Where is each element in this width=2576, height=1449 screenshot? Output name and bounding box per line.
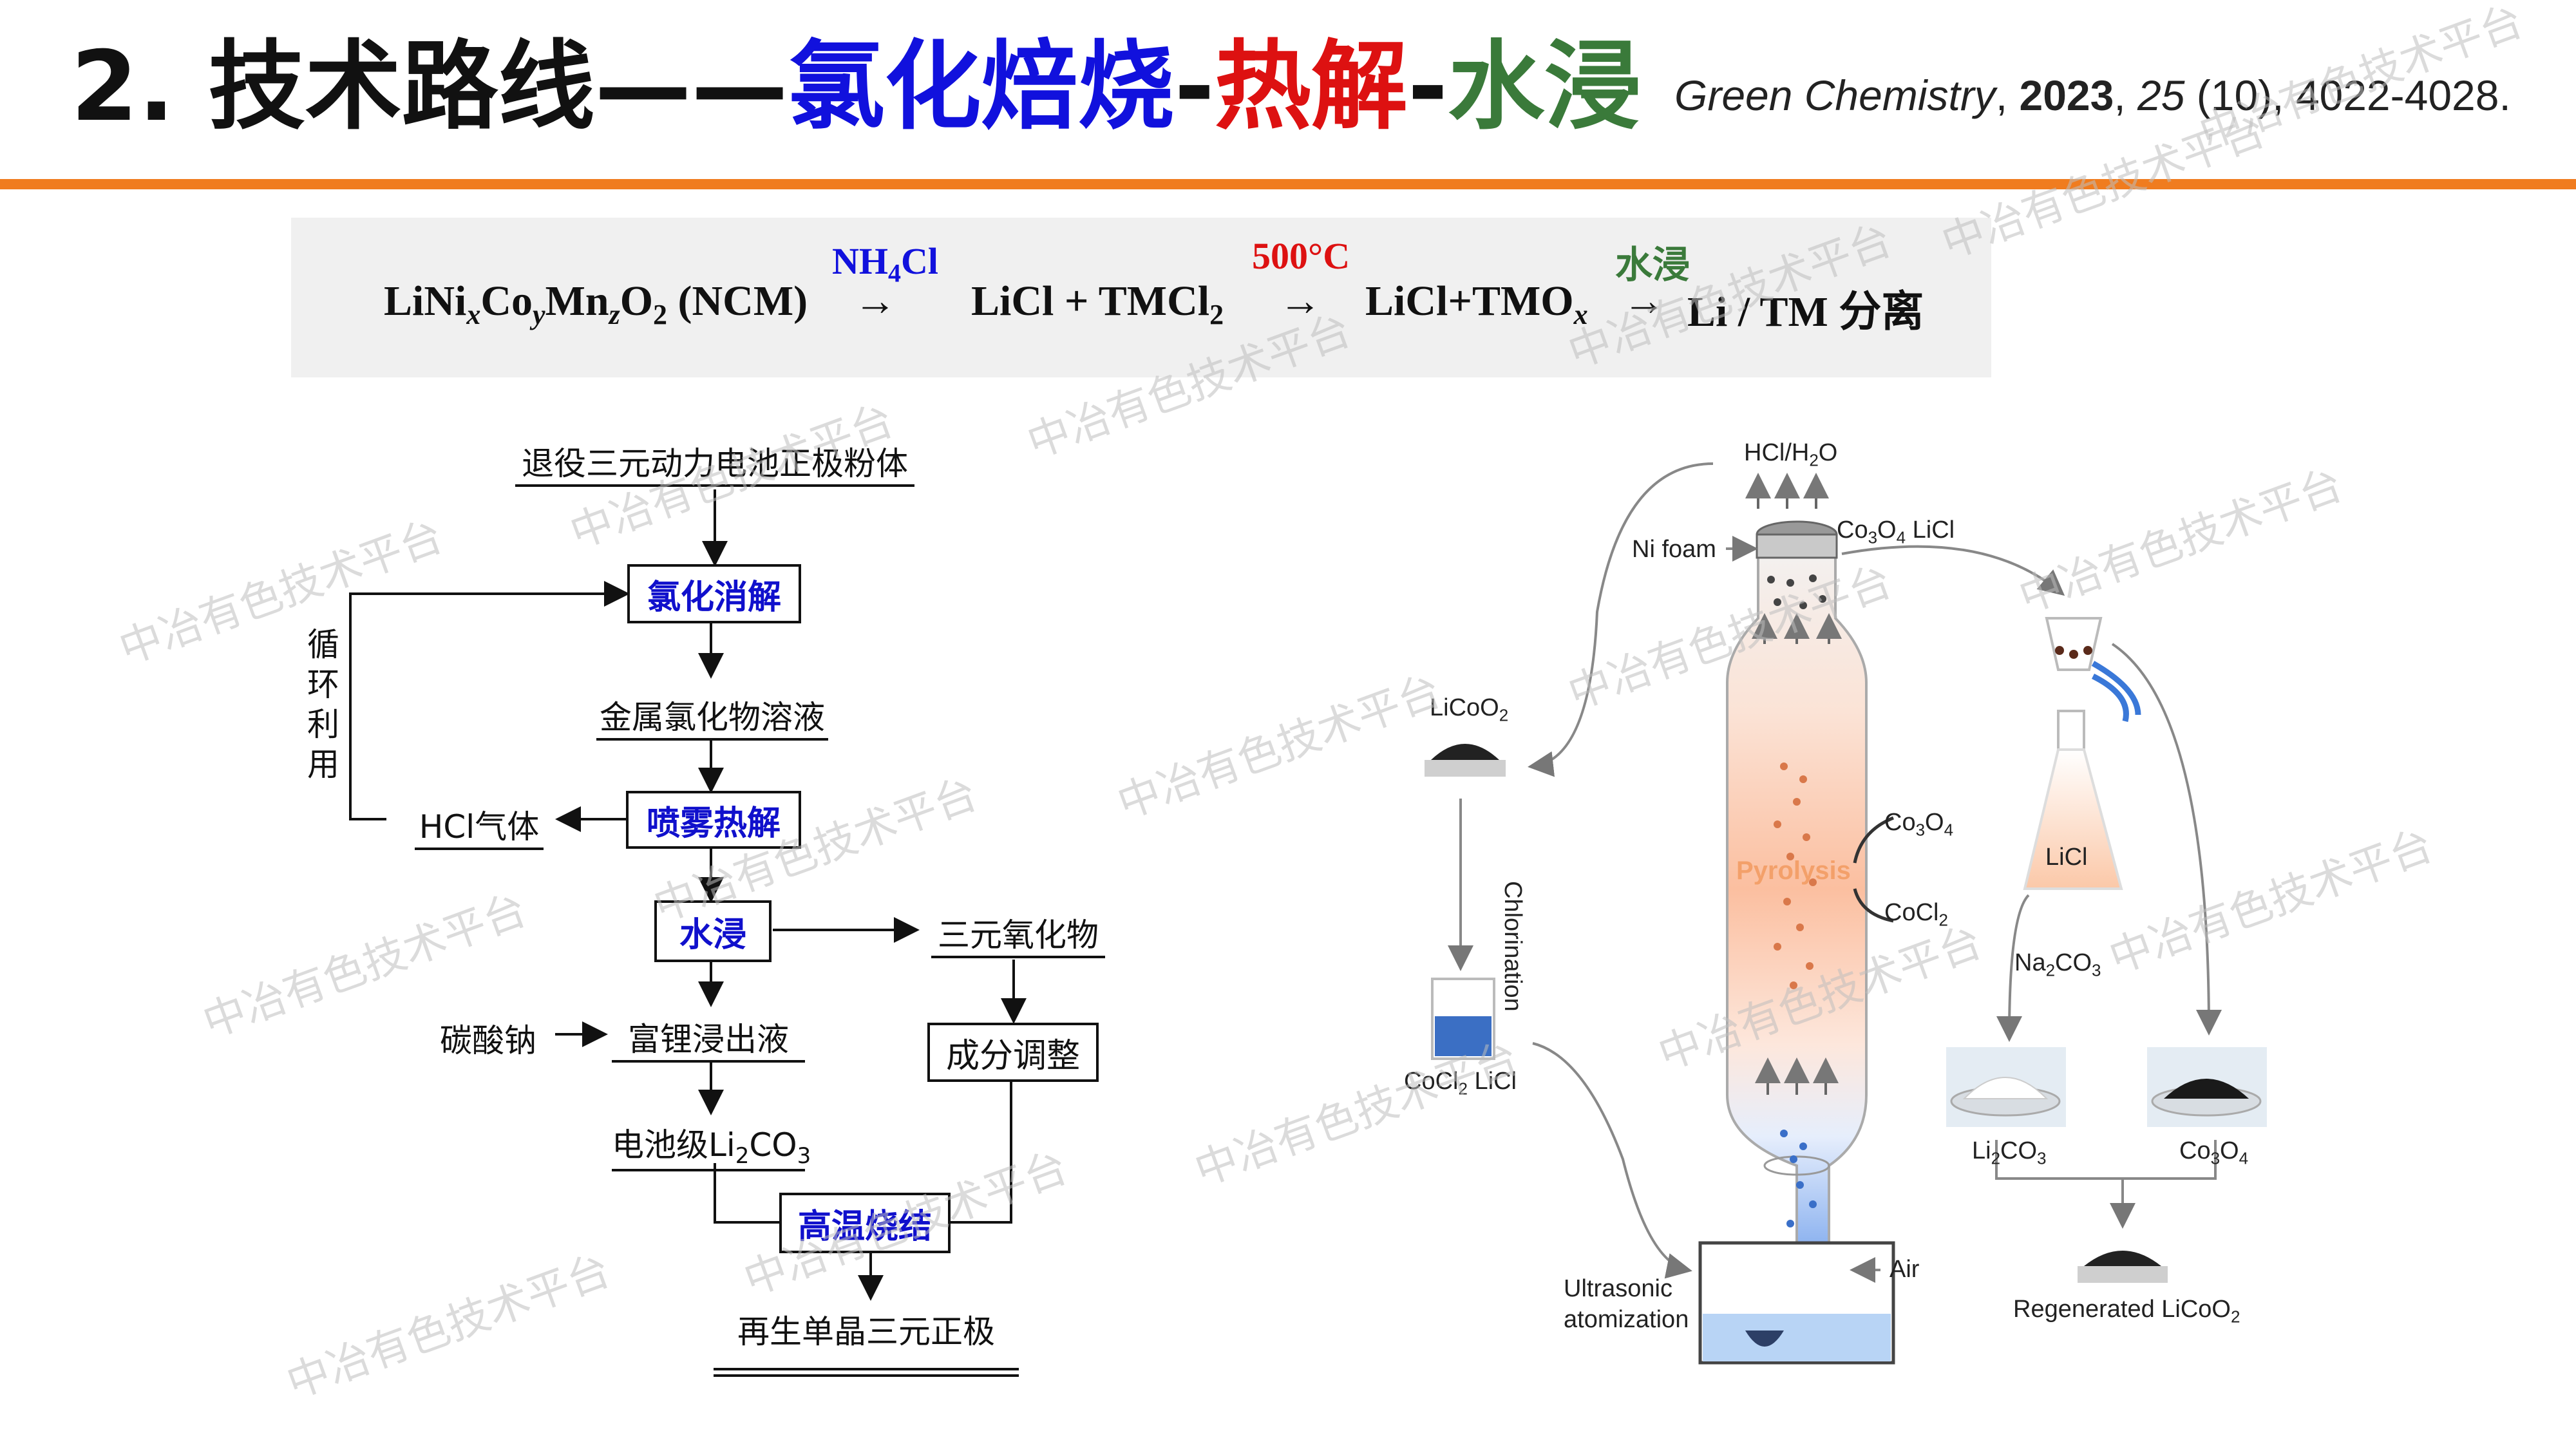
flow-battery-grade-li2co3: 电池级Li2CO3 (612, 1119, 811, 1171)
equation-reactant: LiNixCoyMnzO2 (NCM) (384, 278, 808, 331)
ultrasonic-atomizer (1698, 1241, 1895, 1365)
equation-arrow-2: → (1279, 278, 1321, 325)
label-ultrasonic: Ultrasonic (1564, 1275, 1672, 1302)
pyrolysis-particles (1774, 762, 1817, 989)
flow-final-regenerated-cathode: 再生单晶三元正极 (737, 1313, 995, 1350)
title-water-leaching: 水浸 (1448, 31, 1642, 143)
flow-box-spray-pyrolysis: 喷雾热解 (626, 791, 801, 849)
label-cocl2-licl: CoCl2 LiCl (1404, 1068, 1517, 1099)
flow-start-cathode-powder: 退役三元动力电池正极粉体 (515, 438, 914, 487)
label-chlorination: Chlorination (1499, 881, 1526, 1012)
equation-condition-500c: 500°C (1252, 235, 1350, 277)
equation-arrow-1: → (854, 278, 896, 325)
flow-recycle-label: 循环利用 (307, 626, 339, 783)
equation-product-1: LiCl + TMCl2 (971, 278, 1224, 331)
label-li2co3-product: Li2CO3 (1972, 1137, 2047, 1168)
flow-lithium-rich-leachate: 富锂浸出液 (612, 1014, 805, 1063)
equation-arrow-3: → (1623, 278, 1665, 325)
citation-pages: (10), 4022-4028. (2184, 71, 2511, 119)
label-regenerated-licoo2: Regenerated LiCoO2 (2013, 1296, 2240, 1327)
co3o4-dish (2147, 1047, 2267, 1127)
title-pyrolysis: 热解 (1214, 31, 1408, 143)
title-separator: - (1407, 31, 1448, 143)
label-licl-flask: LiCl (2045, 844, 2088, 871)
citation-year: 2023 (2019, 71, 2114, 119)
flow-box-high-temp-sintering: 高温烧结 (779, 1193, 951, 1253)
flow-box-chlorination-digestion: 氯化消解 (627, 564, 801, 623)
label-co3o4-mid: Co3O4 (1884, 809, 1954, 840)
flow-metal-chloride-solution: 金属氯化物溶液 (596, 692, 828, 741)
flow-hcl-gas: HCl气体 (415, 801, 544, 850)
regenerated-licoo2-pellet (2078, 1251, 2168, 1283)
label-ni-foam: Ni foam (1632, 536, 1716, 563)
title-chlorination-roasting: 氯化焙烧 (788, 31, 1175, 143)
equation-product-2: LiCl+TMOx (1365, 278, 1588, 331)
flow-box-composition-adjustment: 成分调整 (927, 1023, 1099, 1082)
tower-top-particles (1767, 574, 1826, 609)
equation-product-3: Li / TM 分离 (1687, 289, 1924, 336)
label-licoo2: LiCoO2 (1430, 694, 1509, 725)
slide-title: 2. 技术路线——氯化焙烧-热解-水浸 (71, 39, 1641, 135)
li2co3-dish (1946, 1047, 2066, 1127)
title-separator: - (1174, 31, 1215, 143)
equation-condition-nh4cl: NH4Cl (832, 240, 938, 288)
label-na2co3: Na2CO3 (2014, 949, 2101, 980)
equation-box (291, 218, 1991, 377)
citation: Green Chemistry, 2023, 25 (10), 4022-402… (1674, 71, 2511, 119)
equation-condition-water-leach: 水浸 (1615, 244, 1690, 286)
title-divider (0, 179, 2576, 189)
cocl2-licl-beaker (1431, 978, 1495, 1060)
flow-ternary-oxide: 三元氧化物 (931, 909, 1105, 958)
label-co3o4-product: Co3O4 (2179, 1137, 2249, 1168)
label-air: Air (1889, 1256, 1920, 1283)
label-cocl2: CoCl2 (1884, 899, 1948, 930)
label-co3o4-licl-top: Co3O4 LiCl (1837, 516, 1955, 547)
citation-journal: Green Chemistry (1674, 71, 1996, 119)
citation-volume: 25 (2137, 71, 2185, 119)
label-atomization: atomization (1564, 1306, 1689, 1333)
label-pyrolysis: Pyrolysis (1736, 857, 1851, 885)
flow-sodium-carbonate: 碳酸钠 (440, 1022, 536, 1059)
title-main: 2. 技术路线—— (71, 31, 788, 143)
label-hcl-h2o: HCl/H2O (1744, 439, 1838, 470)
flow-box-water-leaching: 水浸 (654, 900, 772, 962)
licoo2-pellet (1425, 744, 1506, 777)
filtration-flask (2023, 617, 2141, 890)
